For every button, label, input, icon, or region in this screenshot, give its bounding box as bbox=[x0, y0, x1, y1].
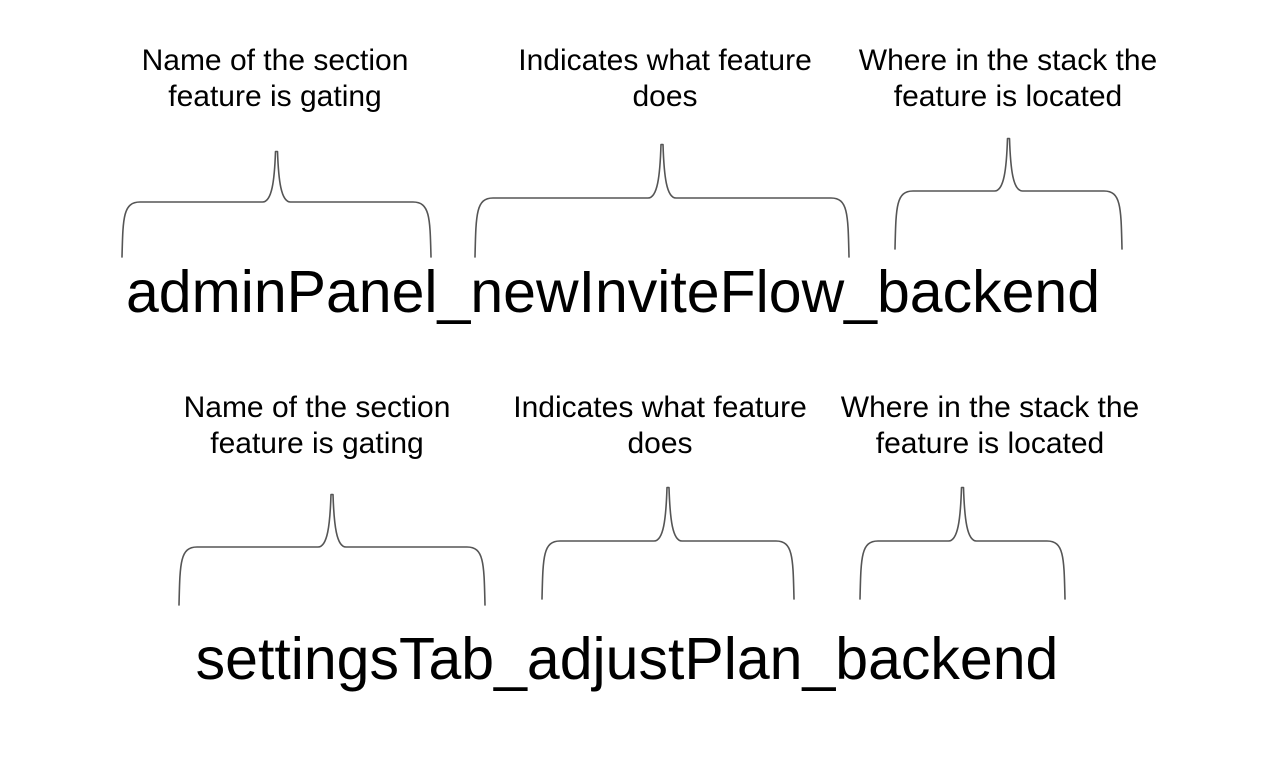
annotation-line: feature is located bbox=[875, 427, 1105, 460]
curly-brace-icon bbox=[121, 150, 432, 258]
annotation-section-label: Name of the section feature is gating bbox=[142, 43, 409, 115]
curly-brace-icon bbox=[859, 486, 1066, 600]
flag-name-admin-panel: adminPanel_newInviteFlow_backend bbox=[125, 259, 1101, 325]
annotation-line: Where in the stack the bbox=[840, 391, 1140, 424]
annotation-line: feature is gating bbox=[168, 80, 382, 113]
curly-brace-icon bbox=[474, 143, 850, 258]
annotation-feature-label: Indicates what feature does bbox=[518, 43, 812, 115]
annotation-line: does bbox=[627, 427, 693, 460]
annotation-line: feature is gating bbox=[210, 427, 424, 460]
curly-brace-icon bbox=[541, 486, 795, 600]
annotation-line: Where in the stack the bbox=[858, 44, 1158, 77]
annotation-line: feature is located bbox=[893, 80, 1123, 113]
annotation-stack-label: Where in the stack the feature is locate… bbox=[859, 43, 1157, 115]
flag-name-settings-tab: settingsTab_adjustPlan_backend bbox=[195, 626, 1059, 692]
annotation-stack-label: Where in the stack the feature is locate… bbox=[841, 390, 1139, 462]
annotation-line: does bbox=[632, 80, 698, 113]
annotation-line: Indicates what feature bbox=[513, 391, 807, 424]
annotation-line: Name of the section bbox=[141, 44, 409, 77]
annotation-line: Name of the section bbox=[183, 391, 451, 424]
annotation-line: Indicates what feature bbox=[518, 44, 812, 77]
curly-brace-icon bbox=[178, 493, 486, 606]
annotation-feature-label: Indicates what feature does bbox=[513, 390, 807, 462]
annotation-section-label: Name of the section feature is gating bbox=[184, 390, 451, 462]
curly-brace-icon bbox=[894, 137, 1123, 250]
